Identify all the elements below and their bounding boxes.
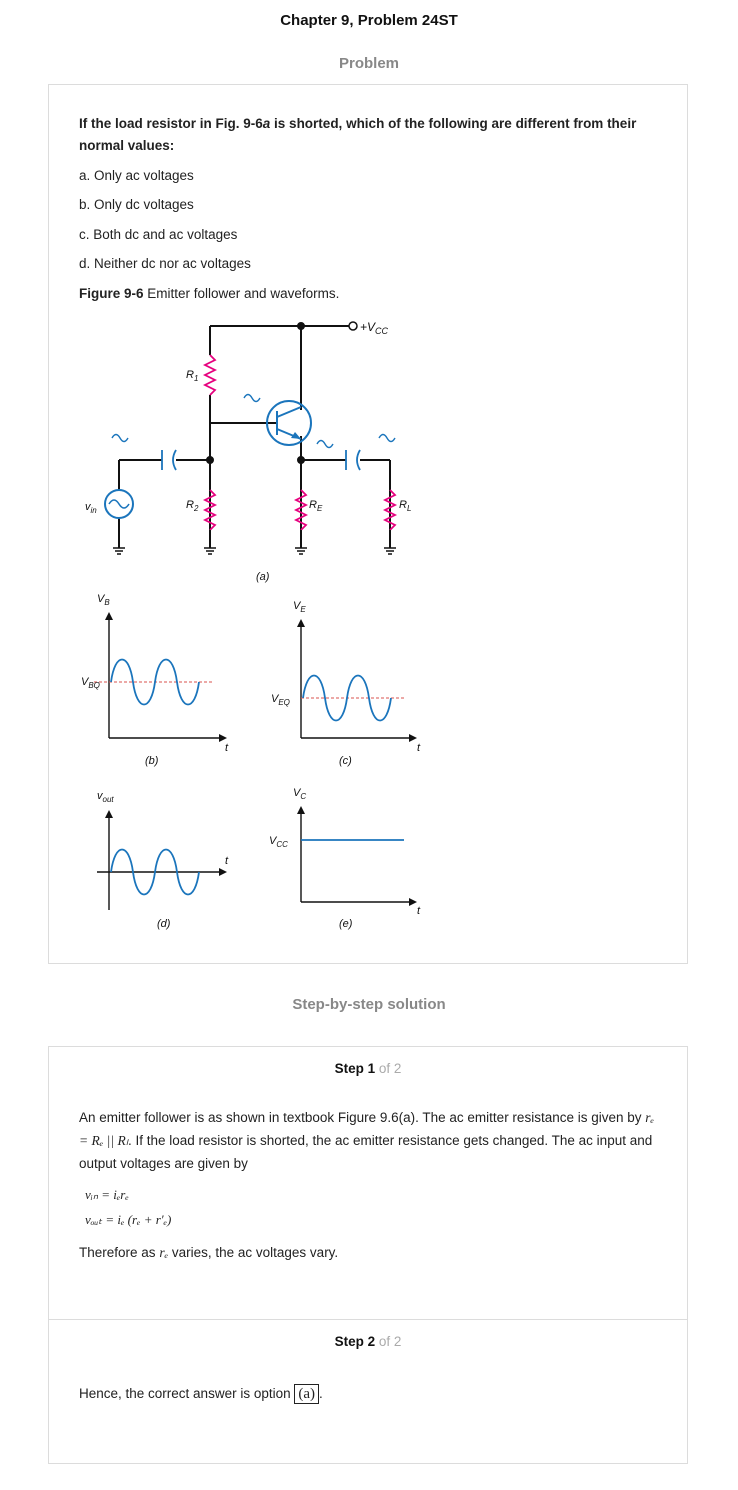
vout-label: vout xyxy=(97,790,114,804)
veq-label: VEQ xyxy=(271,693,290,707)
vcc-label: +VCC xyxy=(360,320,389,336)
step1-conclusion: Therefore as rₑ varies, the ac voltages … xyxy=(79,1245,339,1260)
panel-b-label: (b) xyxy=(145,755,159,767)
page-title: Chapter 9, Problem 24ST xyxy=(280,12,458,29)
panel-c-label: (c) xyxy=(339,755,352,767)
solution-card: Step 1 of 2 An emitter follower is as sh… xyxy=(48,1046,688,1464)
r1-label: R1 xyxy=(186,369,198,383)
equation-vin: vᵢₙ = iₑrₑ xyxy=(85,1187,129,1202)
emitter-resistance-formula: rₑ = Rₑ || Rₗ xyxy=(79,1110,655,1148)
r1-resistor xyxy=(202,354,218,396)
t-label-d: t xyxy=(225,855,229,867)
re-resistor xyxy=(293,489,309,531)
question-text: If the load resistor in Fig. 9-6a is sho… xyxy=(79,116,637,153)
equation-vout: vₒᵤₜ = iₑ (rₑ + r′ₑ) xyxy=(85,1212,172,1227)
panel-d-label: (d) xyxy=(157,918,171,930)
vb-label: VB xyxy=(97,593,110,607)
panel-e-label: (e) xyxy=(339,918,353,930)
step1-paragraph: An emitter follower is as shown in textb… xyxy=(79,1110,655,1171)
panel-c-waveform xyxy=(297,619,417,742)
rl-resistor xyxy=(382,489,398,531)
figure-caption: Figure 9-6 Emitter follower and waveform… xyxy=(79,286,340,301)
panel-a-label: (a) xyxy=(256,571,270,583)
t-label-b: t xyxy=(225,742,229,754)
problem-section-label: Problem xyxy=(338,55,399,72)
vbq-label: VBQ xyxy=(81,676,100,690)
transistor xyxy=(266,400,312,446)
step2-answer: Hence, the correct answer is option (a). xyxy=(79,1384,323,1404)
rl-label: RL xyxy=(399,499,411,513)
option-d: d. Neither dc nor ac voltages xyxy=(79,256,251,271)
r2-resistor xyxy=(202,489,218,531)
t-label-c: t xyxy=(417,742,421,754)
panel-e-waveform xyxy=(297,806,417,906)
option-a: a. Only ac voltages xyxy=(79,168,194,183)
panel-d-waveform xyxy=(97,810,227,910)
ve-label: VE xyxy=(293,600,306,614)
solution-section-label: Step-by-step solution xyxy=(292,996,446,1013)
vc-label: VC xyxy=(293,787,306,801)
option-b: b. Only dc voltages xyxy=(79,197,194,212)
problem-card: If the load resistor in Fig. 9-6a is sho… xyxy=(48,84,688,964)
option-c: c. Both dc and ac voltages xyxy=(79,227,238,242)
answer-box: (a) xyxy=(294,1384,320,1404)
step1-heading: Step 1 of 2 xyxy=(334,1061,402,1076)
step2-heading: Step 2 of 2 xyxy=(334,1334,402,1349)
step-divider xyxy=(49,1319,687,1320)
panel-b-waveform xyxy=(94,612,227,742)
emitter-follower-figure: +VCC xyxy=(81,320,421,930)
re-label: RE xyxy=(309,499,323,513)
vcc-axis-label: VCC xyxy=(269,835,288,849)
vin-label: vin xyxy=(85,501,97,515)
t-label-e: t xyxy=(417,905,421,917)
r2-label: R2 xyxy=(186,499,199,513)
